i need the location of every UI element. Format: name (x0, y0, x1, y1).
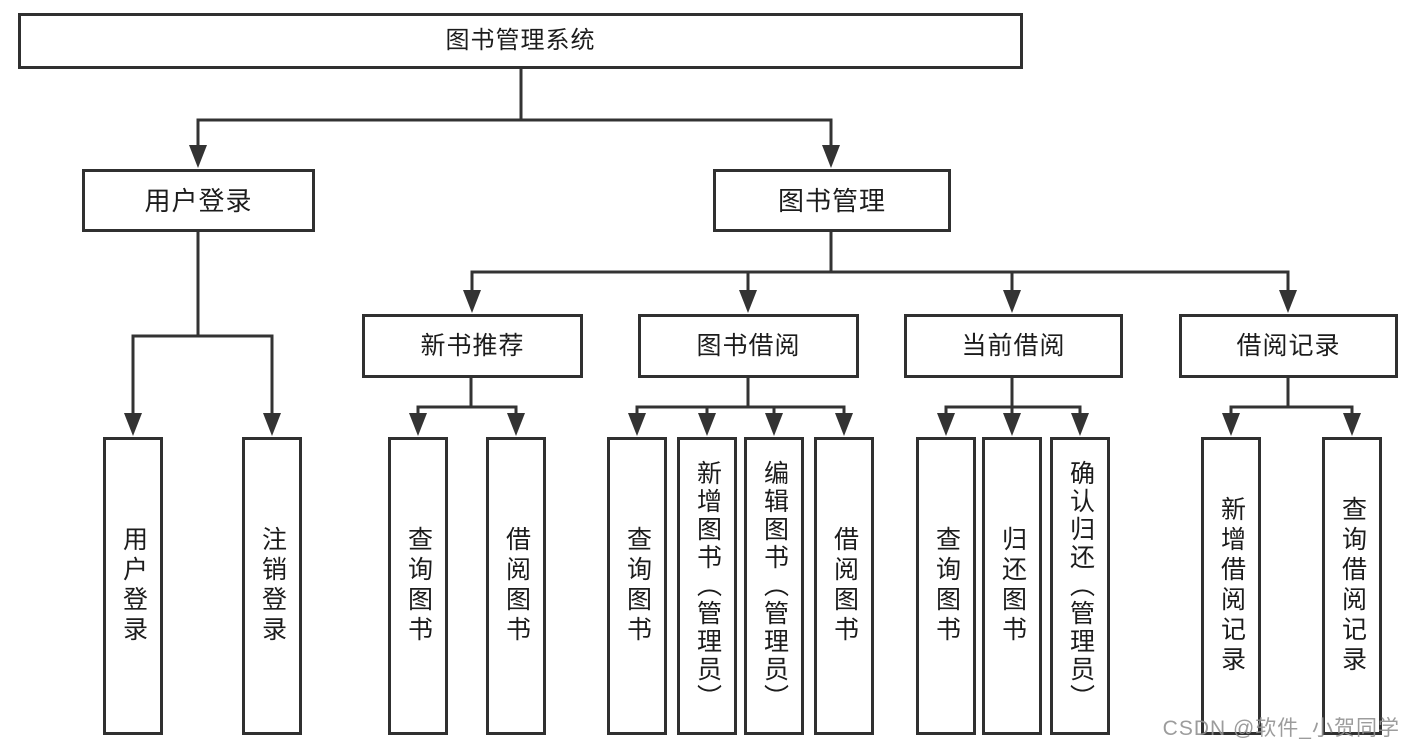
leaf-query-books: 查询图书 (388, 437, 448, 735)
node-root-system: 图书管理系统 (18, 13, 1023, 69)
leaf-query-books: 查询图书 (916, 437, 976, 735)
leaf-return-books: 归还图书 (982, 437, 1042, 735)
leaf-borrow-books: 借阅图书 (486, 437, 546, 735)
csdn-watermark: CSDN @软件_小贺同学 (1162, 717, 1400, 740)
node-book-management: 图书管理 (713, 169, 951, 232)
leaf-user-login: 用户登录 (103, 437, 163, 735)
leaf-logout: 注销登录 (242, 437, 302, 735)
node-borrow-records: 借阅记录 (1179, 314, 1398, 378)
leaf-edit-books-admin: 编辑图书（管理员） (744, 437, 804, 735)
node-book-borrow: 图书借阅 (638, 314, 859, 378)
leaf-confirm-return-admin: 确认归还（管理员） (1050, 437, 1110, 735)
node-current-borrow: 当前借阅 (904, 314, 1123, 378)
leaf-borrow-books: 借阅图书 (814, 437, 874, 735)
leaf-add-borrow-record: 新增借阅记录 (1201, 437, 1261, 735)
leaf-query-borrow-record: 查询借阅记录 (1322, 437, 1382, 735)
node-user-login: 用户登录 (82, 169, 315, 232)
leaf-query-books: 查询图书 (607, 437, 667, 735)
node-new-book-recommend: 新书推荐 (362, 314, 583, 378)
arrowheads (124, 145, 1361, 436)
leaf-add-books-admin: 新增图书（管理员） (677, 437, 737, 735)
